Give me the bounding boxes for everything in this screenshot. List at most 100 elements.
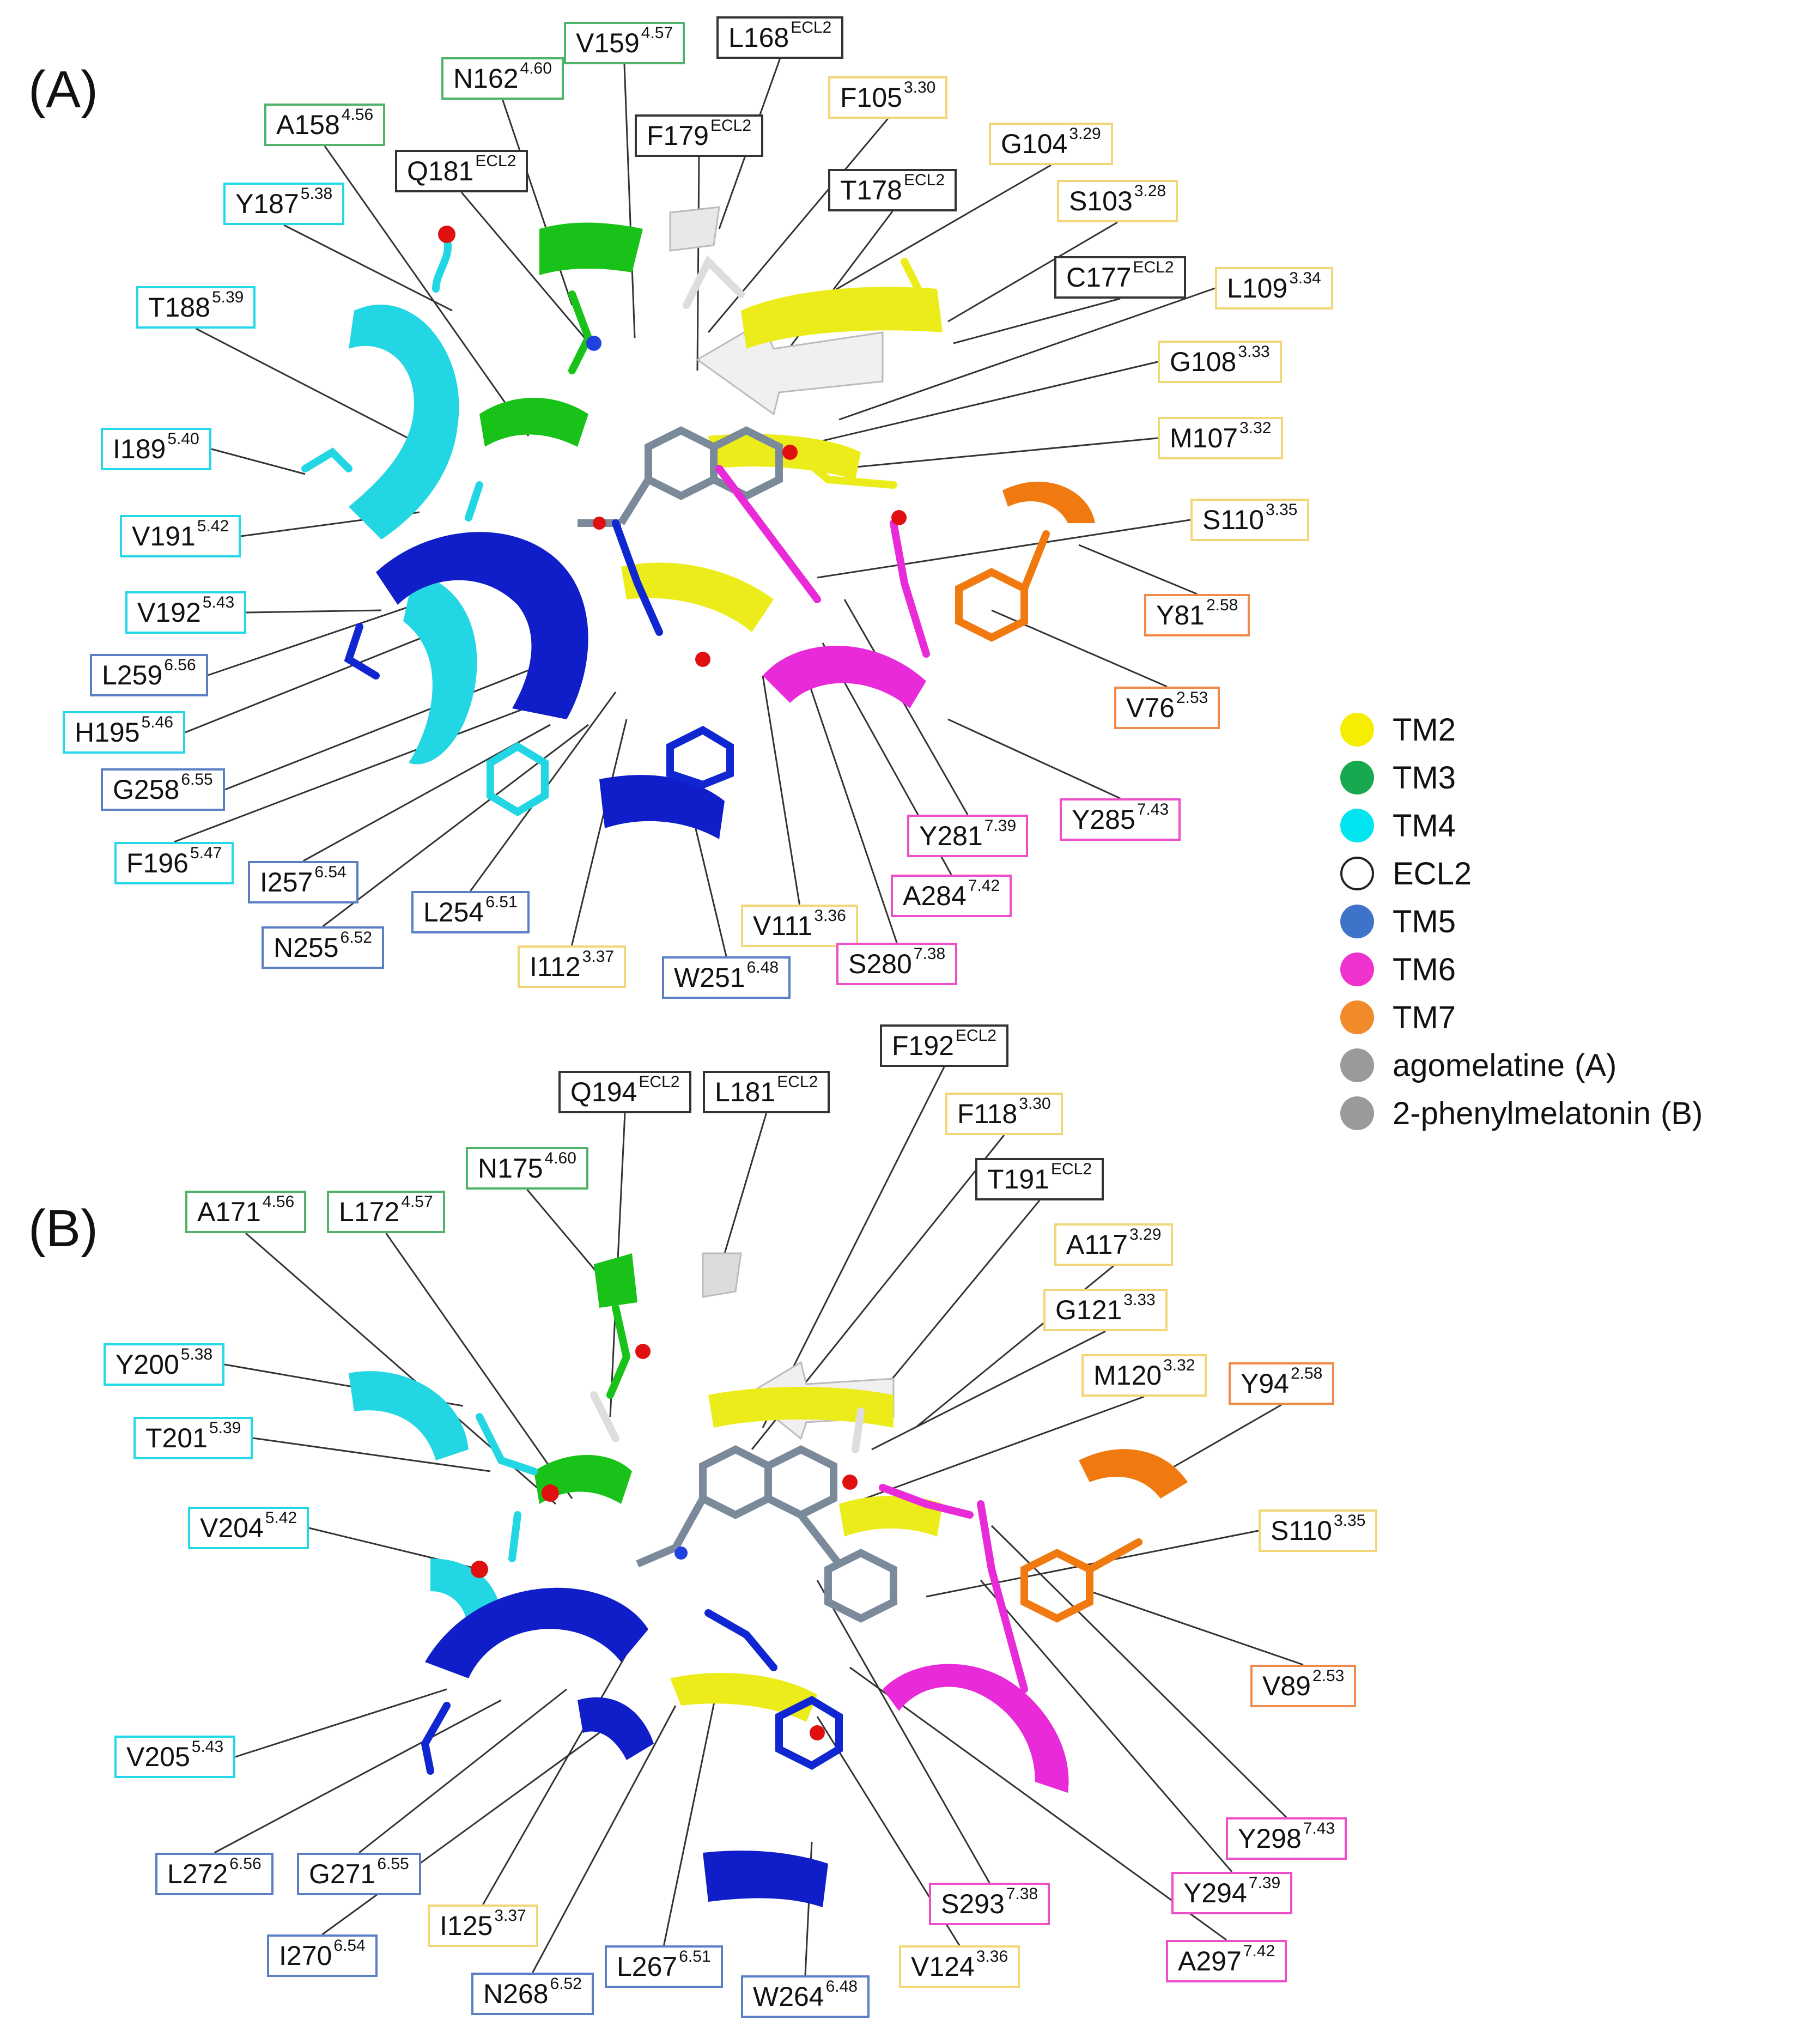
residue-number: 4.56: [341, 106, 374, 124]
residue-name: V204: [200, 1513, 264, 1543]
leader-line: [990, 1525, 1287, 1818]
residue-number: 5.42: [197, 517, 229, 535]
leader-line: [214, 1699, 502, 1854]
legend-item: 2-phenylmelatonin(B): [1340, 1089, 1703, 1137]
tm7-helix-b: [1079, 1449, 1188, 1499]
legend-item: TM7: [1340, 993, 1703, 1041]
residue-number: 3.37: [582, 948, 614, 966]
residue-name: Y81: [1156, 600, 1205, 630]
tm3-helix-a-lower: [479, 398, 588, 447]
residue-name: Q181: [407, 156, 474, 186]
residue-number: 2.53: [1312, 1667, 1345, 1685]
legend-label: TM5: [1393, 903, 1456, 939]
tm2-helix-a-low: [621, 562, 774, 632]
residue-name: L109: [1227, 273, 1288, 304]
leader-line: [953, 298, 1121, 344]
residue-number: 4.60: [520, 59, 552, 77]
residue-number: 7.38: [913, 945, 946, 963]
tm2-helix-b-low: [670, 1673, 817, 1722]
residue-number: 6.56: [229, 1855, 262, 1873]
residue-number: 3.29: [1069, 125, 1101, 143]
residue-number: 4.60: [544, 1149, 576, 1167]
residue-name: L172: [339, 1197, 400, 1227]
leader-line: [235, 1688, 447, 1758]
legend-label: ECL2: [1393, 856, 1472, 891]
legend-swatch: [1340, 857, 1374, 890]
leader-line: [224, 669, 529, 791]
residue-name: Y298: [1238, 1823, 1302, 1854]
residue-number: 6.55: [377, 1855, 409, 1873]
residue-name: H195: [75, 717, 140, 748]
residue-number: 3.30: [903, 78, 936, 96]
residue-number: 3.32: [1239, 419, 1272, 437]
residue-name: I125: [440, 1910, 493, 1941]
legend-swatch: [1340, 761, 1374, 794]
residue-number: 6.48: [746, 959, 779, 976]
residue-number: 3.34: [1289, 269, 1321, 287]
residue-name: V111: [753, 911, 813, 941]
binding-site-a: [301, 206, 1095, 839]
residue-number: 6.52: [550, 1975, 582, 1993]
residue-name: V159: [576, 28, 640, 58]
side-chains-b: [421, 1304, 1142, 1775]
residue-number: 7.42: [968, 877, 1000, 895]
residue-name: C177: [1066, 262, 1132, 293]
legend-swatch: [1340, 1000, 1374, 1034]
residue-number: 6.48: [825, 1978, 858, 1996]
residue-name: L168: [728, 22, 789, 53]
tm3-helix-a: [539, 222, 643, 275]
binding-site-b: [349, 1252, 1188, 1907]
residue-name: L259: [102, 660, 163, 690]
residue-name: S280: [848, 949, 912, 979]
leader-line: [1089, 1590, 1304, 1666]
leader-line: [173, 702, 540, 843]
residue-number: 5.43: [191, 1738, 224, 1756]
residue-name: Q194: [570, 1077, 637, 1107]
legend-label: TM3: [1393, 760, 1456, 796]
legend-swatch: [1340, 1096, 1374, 1130]
legend-swatch: [1340, 953, 1374, 986]
residue-number: 5.42: [265, 1509, 297, 1527]
leader-line: [324, 145, 530, 436]
residue-number: 6.56: [164, 656, 196, 674]
residue-name: N255: [274, 932, 339, 963]
leader-line: [947, 718, 1121, 799]
residue-name: V89: [1262, 1671, 1311, 1701]
residue-number: 5.39: [209, 1419, 241, 1437]
residue-name: I112: [530, 951, 581, 982]
legend-item: TM6: [1340, 945, 1703, 993]
residue-name: V192: [137, 597, 201, 628]
leader-line: [838, 437, 1158, 470]
residue-name: A117: [1066, 1229, 1128, 1260]
residue-name: G271: [309, 1859, 376, 1889]
residue-name: F105: [840, 82, 902, 113]
leader-line: [623, 64, 636, 338]
tm3-helix-b: [594, 1253, 637, 1308]
legend-item: agomelatine(A): [1340, 1041, 1703, 1089]
legend-item: TM3: [1340, 754, 1703, 802]
residue-name: T191: [987, 1164, 1049, 1194]
residue-name: S110: [1202, 505, 1265, 535]
residue-number: 3.30: [1019, 1095, 1051, 1113]
leader-line: [762, 675, 800, 905]
residue-name: T188: [148, 292, 210, 323]
